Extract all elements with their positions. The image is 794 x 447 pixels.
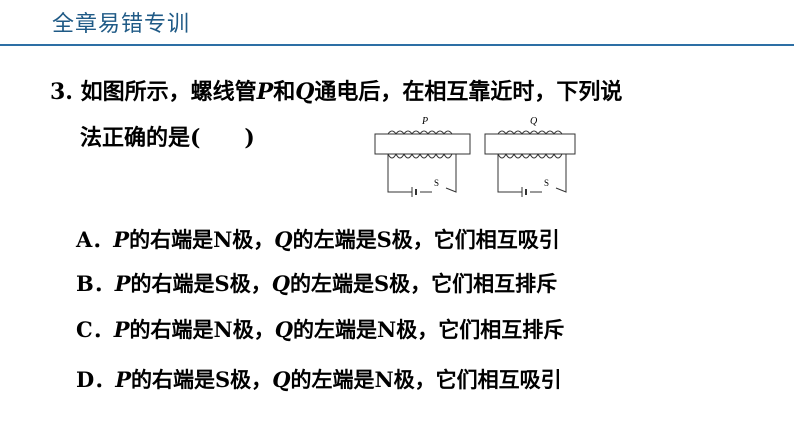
option-d[interactable]: D．P的右端是S极，Q的左端是N极，它们相互吸引: [76, 364, 562, 394]
option-letter: A．: [76, 227, 114, 252]
option-text: 的左端是N极，它们相互排斥: [293, 317, 565, 342]
solenoid-q: [484, 130, 576, 197]
option-c[interactable]: C．P的右端是N极，Q的左端是N极，它们相互排斥: [76, 314, 564, 344]
question-text: 如图所示，螺线管: [80, 79, 257, 105]
label-q: Q: [530, 116, 538, 127]
symbol-q: Q: [274, 227, 293, 252]
option-letter: B．: [76, 271, 115, 296]
header-divider: [0, 44, 794, 46]
question-number: 3.: [50, 79, 73, 105]
symbol-p: P: [256, 79, 274, 105]
question-text: 通电后，在相互靠近时，下列说: [314, 79, 623, 105]
symbol-p: P: [115, 367, 132, 392]
option-text: 的右端是N极，: [129, 227, 275, 252]
option-text: 的右端是N极，: [129, 317, 275, 342]
question-line-1: 3. 如图所示，螺线管P和Q通电后，在相互靠近时，下列说: [50, 72, 622, 112]
header-bar: 全章易错专训: [0, 0, 794, 46]
label-p: P: [421, 116, 428, 127]
symbol-q: Q: [274, 317, 294, 342]
symbol-p: P: [113, 227, 130, 252]
question-text: 和: [273, 79, 296, 105]
solenoid-p: [374, 130, 471, 197]
option-text: 的右端是S极，: [130, 271, 272, 296]
question-line-2: 法正确的是( ): [80, 125, 255, 151]
symbol-q: Q: [295, 79, 315, 105]
option-text: 的左端是S极，它们相互吸引: [292, 227, 560, 252]
option-text: 的右端是S极，: [131, 367, 273, 392]
question-stem: 3. 如图所示，螺线管P和Q通电后，在相互靠近时，下列说: [50, 72, 622, 112]
section-title: 全章易错专训: [52, 12, 191, 37]
option-text: 的左端是S极，它们相互排斥: [290, 271, 558, 296]
switch-label-p: S: [434, 178, 439, 188]
option-letter: D．: [76, 367, 116, 392]
switch-label-q: S: [544, 178, 549, 188]
symbol-q: Q: [271, 271, 291, 296]
option-a[interactable]: A．P的右端是N极，Q的左端是S极，它们相互吸引: [76, 224, 560, 254]
option-letter: C．: [76, 317, 114, 342]
option-text: 的左端是N极，它们相互吸引: [290, 367, 562, 392]
symbol-p: P: [114, 271, 131, 296]
symbol-q: Q: [272, 367, 291, 392]
solenoid-diagram: P S Q S: [374, 116, 576, 197]
symbol-p: P: [113, 317, 130, 342]
option-b[interactable]: B．P的右端是S极，Q的左端是S极，它们相互排斥: [76, 268, 557, 298]
